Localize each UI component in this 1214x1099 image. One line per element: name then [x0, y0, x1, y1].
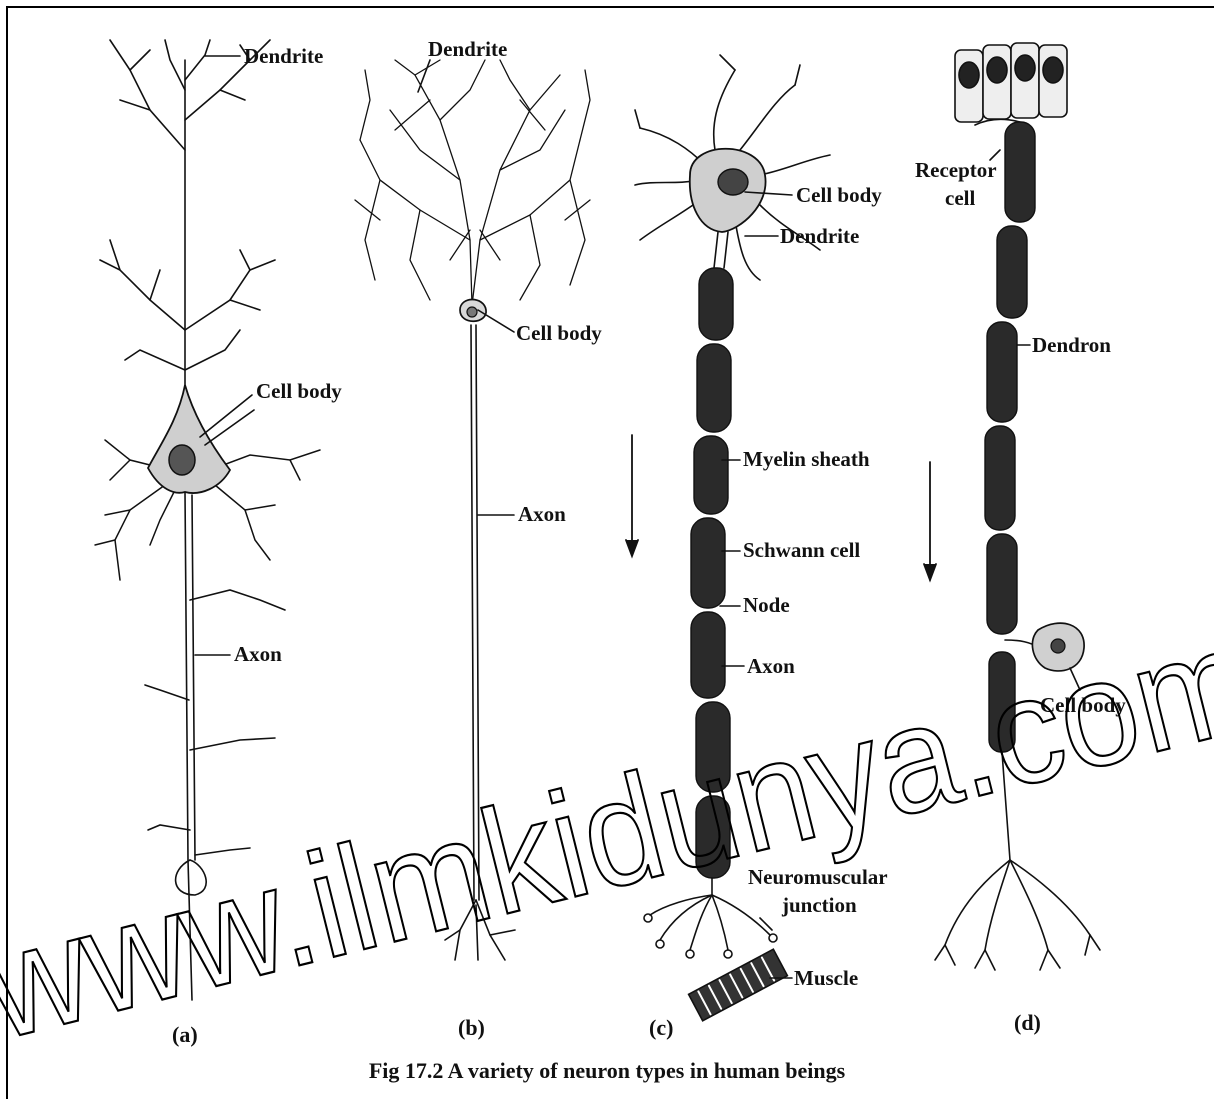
label-c-myelin-sheath: Myelin sheath — [743, 447, 870, 471]
label-a-cell-body: Cell body — [256, 379, 342, 403]
neuron-a-nucleus — [169, 445, 195, 475]
figure-caption: Fig 17.2 A variety of neuron types in hu… — [0, 1058, 1214, 1084]
label-d-dendron: Dendron — [1032, 333, 1111, 357]
direction-arrow-d — [924, 462, 936, 580]
label-a-axon: Axon — [234, 642, 282, 666]
neuron-c-muscle — [689, 949, 788, 1021]
label-c-axon: Axon — [747, 654, 795, 678]
label-c-dendrite: Dendrite — [780, 224, 859, 248]
label-c-neuromuscular-2: junction — [781, 893, 857, 917]
label-b-cell-body: Cell body — [516, 321, 602, 345]
label-d-receptor-1: Receptor — [915, 158, 997, 182]
neuron-b-dendrite-tree — [355, 60, 590, 305]
panel-tag-d: (d) — [1014, 1010, 1041, 1035]
panel-tag-b: (b) — [458, 1015, 485, 1040]
neuron-c-nucleus — [718, 169, 748, 195]
label-c-node: Node — [743, 593, 790, 617]
panel-tag-c: (c) — [649, 1015, 673, 1040]
neuron-d-receptor-cells — [955, 43, 1067, 125]
panel-tags: (a) (b) (c) (d) — [172, 1010, 1041, 1047]
label-b-axon: Axon — [518, 502, 566, 526]
neuron-a-cell-body — [148, 385, 230, 493]
label-c-cell-body: Cell body — [796, 183, 882, 207]
label-c-schwann-cell: Schwann cell — [743, 538, 860, 562]
neuron-b-nucleus — [467, 307, 477, 317]
label-b-dendrite: Dendrite — [428, 37, 507, 61]
label-d-receptor-2: cell — [945, 186, 975, 210]
direction-arrow-c — [626, 435, 638, 556]
watermark: www.ilmkidunya.com — [0, 594, 1214, 1072]
label-c-muscle: Muscle — [794, 966, 858, 990]
neuron-c-axon-hillock — [714, 232, 728, 268]
label-a-dendrite: Dendrite — [244, 44, 323, 68]
